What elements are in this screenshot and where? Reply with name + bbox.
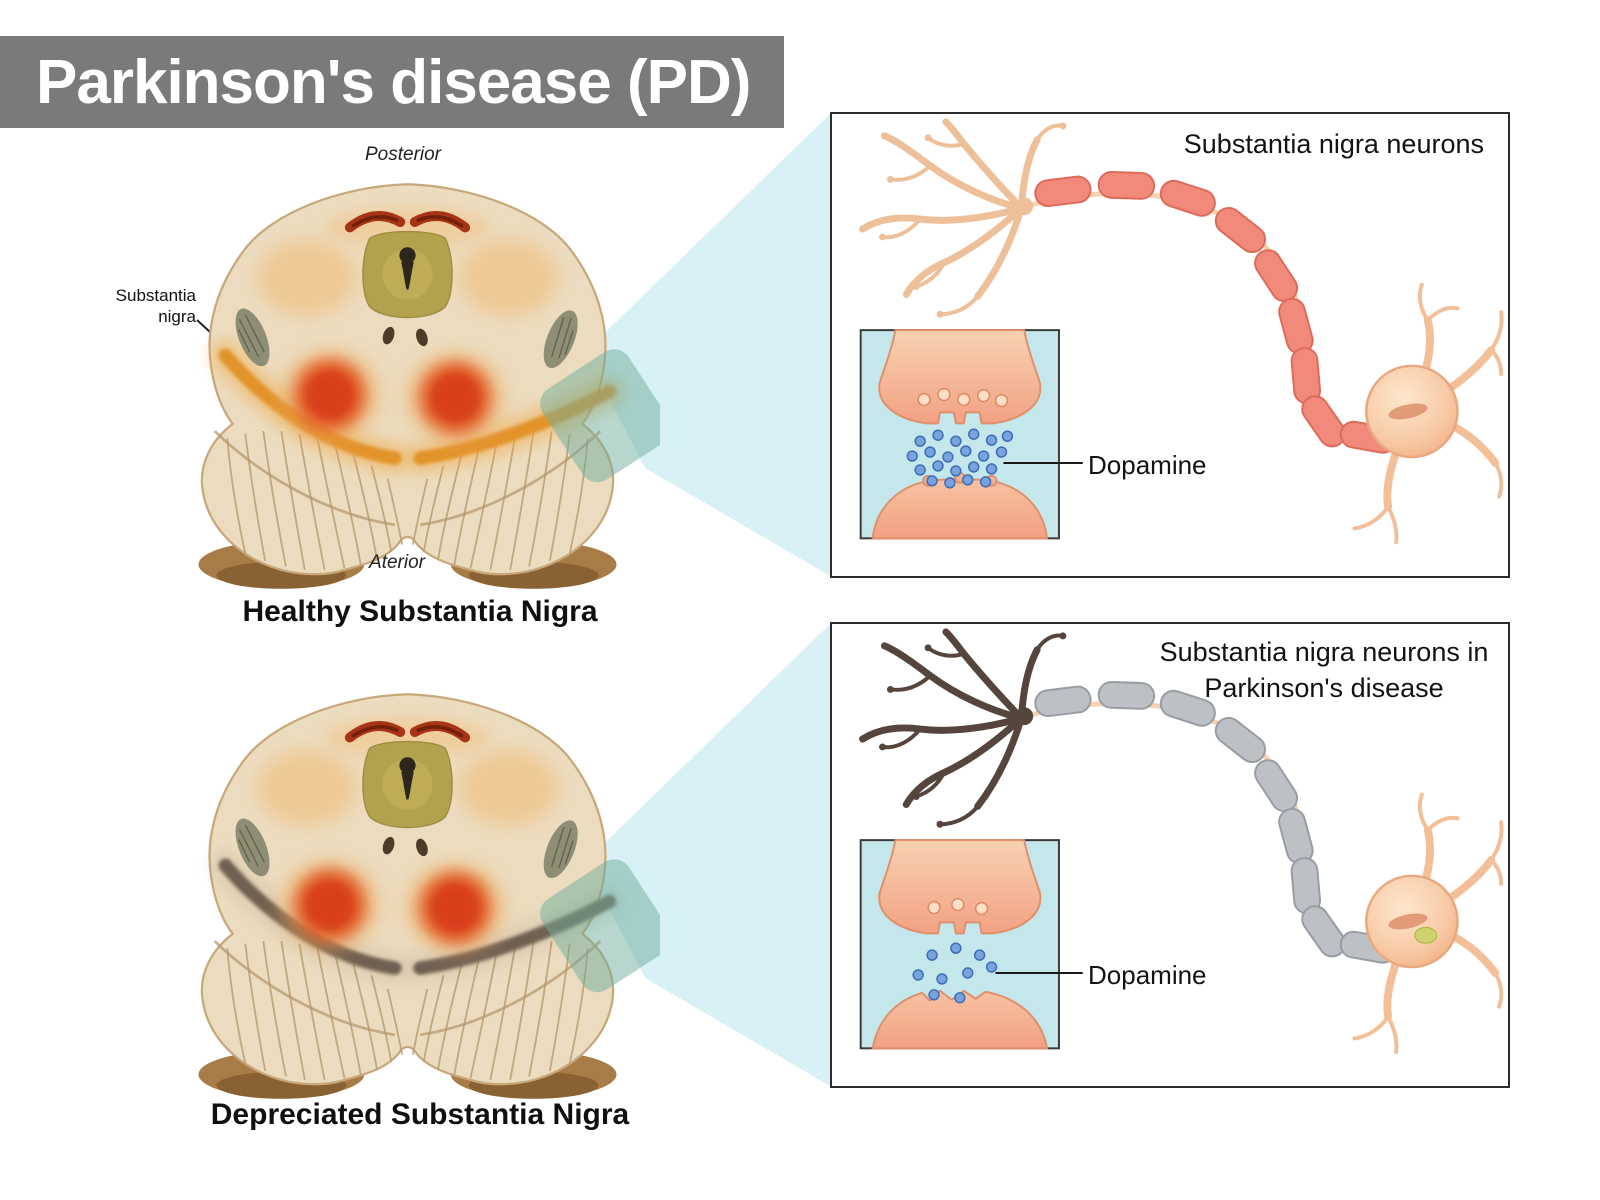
posterior-label: Posterior bbox=[364, 144, 442, 165]
lewy-body-spot bbox=[1414, 926, 1438, 944]
synaptic-vesicles bbox=[917, 387, 1009, 408]
diseased-neuron-panel: Substantia nigra neurons in Parkinson's … bbox=[830, 622, 1510, 1088]
title-bar: Parkinson's disease (PD) bbox=[0, 36, 784, 128]
diseased-brain-caption: Depreciated Substantia Nigra bbox=[210, 1098, 630, 1131]
healthy-panel-title: Substantia nigra neurons bbox=[1183, 129, 1484, 159]
healthy-brain-caption: Healthy Substantia Nigra bbox=[242, 595, 598, 628]
dopamine-molecules bbox=[912, 942, 998, 1004]
zoom-beam-top bbox=[585, 114, 830, 576]
dopamine-molecules bbox=[906, 428, 1014, 489]
dopamine-label: Dopamine bbox=[1088, 450, 1207, 480]
healthy-synapse-inset bbox=[859, 329, 1083, 540]
substantia-nigra-label: Substantia nigra bbox=[115, 286, 196, 327]
presynaptic-terminal bbox=[878, 839, 1042, 935]
diseased-synapse-inset bbox=[859, 839, 1083, 1050]
diseased-midbrain-illustration bbox=[155, 678, 660, 1106]
healthy-midbrain-illustration bbox=[155, 168, 660, 596]
diseased-neuron-illustration bbox=[832, 624, 1508, 1086]
anterior-label: Aterior bbox=[369, 552, 425, 573]
healthy-neuron-panel: Substantia nigra neurons bbox=[830, 112, 1510, 578]
page-title: Parkinson's disease (PD) bbox=[36, 47, 751, 117]
diseased-panel-title: Substantia nigra neurons in Parkinson's … bbox=[1159, 637, 1489, 704]
synaptic-vesicles bbox=[927, 897, 989, 916]
healthy-neuron-illustration bbox=[832, 114, 1508, 576]
presynaptic-terminal bbox=[878, 329, 1042, 425]
zoom-beam-bottom bbox=[585, 624, 830, 1086]
dopamine-label: Dopamine bbox=[1088, 960, 1207, 990]
